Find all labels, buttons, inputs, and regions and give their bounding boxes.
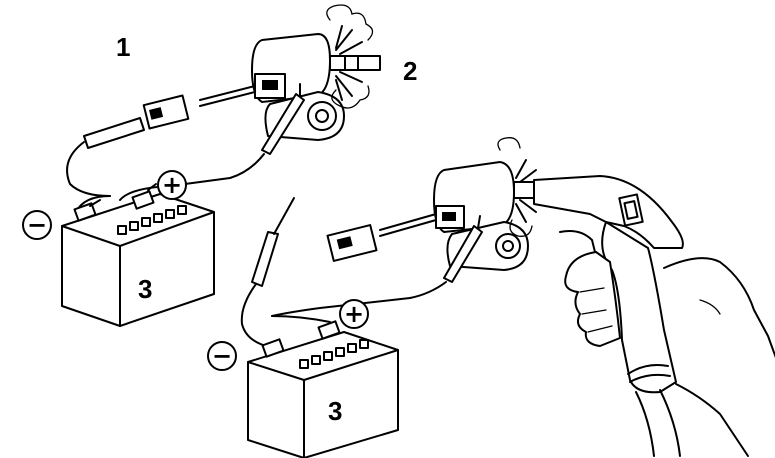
injector-test-setup-1: + − 1 2 3 — [22, 4, 417, 327]
minus-sign: − — [212, 342, 232, 370]
polarity-marks-1: + − — [22, 170, 187, 240]
label-battery-top: 3 — [138, 274, 152, 304]
battery-1-cells — [117, 205, 187, 235]
spray-gun — [533, 175, 684, 457]
lead-wires-1 — [66, 83, 305, 213]
spray-burst-1 — [326, 4, 374, 109]
injector-top — [251, 33, 381, 141]
polarity-marks-2: + − — [207, 299, 369, 371]
lead-wires-2 — [240, 197, 483, 347]
injector-test-setup-2: + − 3 — [207, 137, 775, 458]
label-injector: 2 — [403, 56, 417, 86]
battery-2-cells — [299, 339, 369, 369]
plus-sign: + — [344, 300, 364, 328]
minus-sign: − — [27, 211, 47, 239]
plus-sign: + — [162, 171, 182, 199]
spray-burst-2 — [497, 137, 537, 237]
battery-1 — [61, 183, 215, 327]
injector-bottom — [433, 161, 535, 271]
label-battery-bottom: 3 — [328, 396, 342, 426]
battery-2 — [247, 315, 399, 458]
hand — [564, 251, 775, 457]
label-step-1: 1 — [116, 32, 130, 62]
